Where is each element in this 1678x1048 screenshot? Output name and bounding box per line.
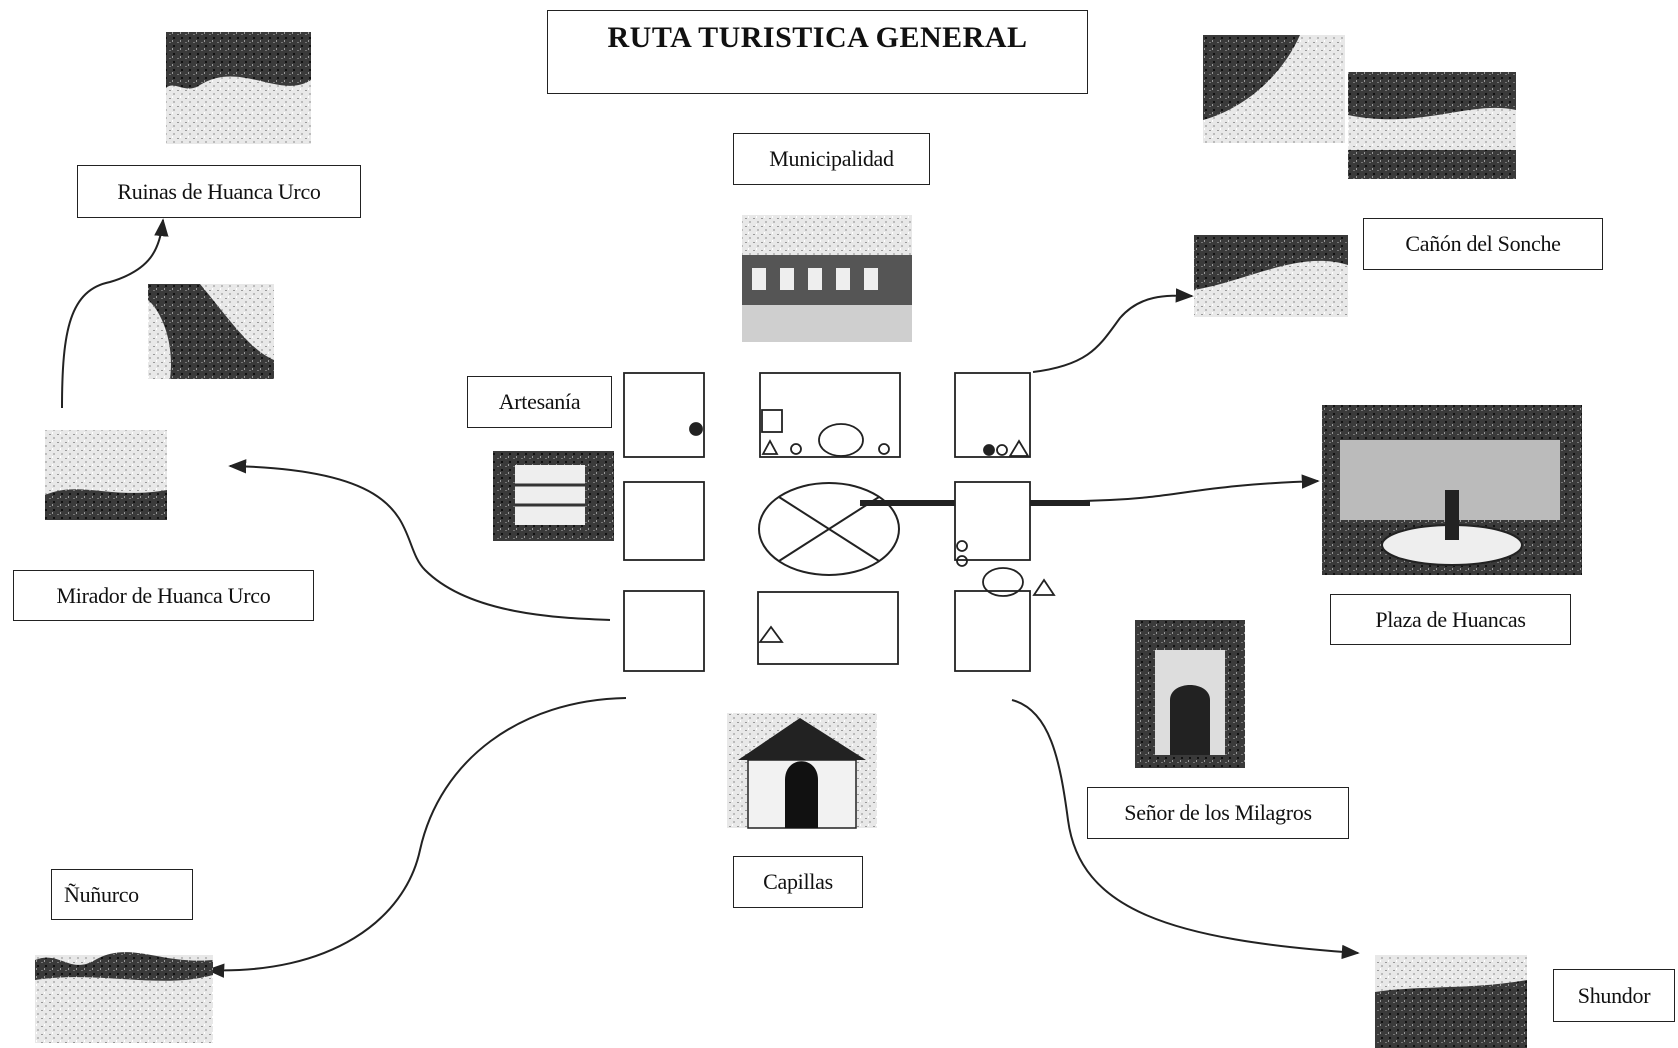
label-nunurco: Ñuñurco [51, 869, 193, 920]
plaza-photo-icon [1322, 405, 1582, 575]
diagram-title: RUTA TURISTICA GENERAL [547, 10, 1088, 94]
triangle-icon [1008, 439, 1030, 457]
canon-upper-photo-icon [1203, 35, 1516, 179]
capillas-photo-icon [727, 713, 877, 829]
triangle-icon [761, 439, 779, 455]
mirador-photo-icon [45, 430, 167, 520]
block-s [757, 591, 899, 665]
block-se [954, 590, 1031, 672]
oval-icon [818, 423, 864, 457]
small-circle-icon [996, 444, 1008, 456]
route-to-canon-arrow [1032, 288, 1194, 373]
block-n [759, 372, 901, 458]
small-circle-icon [956, 540, 968, 552]
label-shundor: Shundor [1553, 969, 1675, 1022]
route-to-shundor-arrow [1011, 699, 1360, 960]
block-nw [623, 372, 705, 458]
block-w [623, 481, 705, 561]
label-plaza: Plaza de Huancas [1330, 594, 1571, 645]
label-senor: Señor de los Milagros [1087, 787, 1349, 839]
triangle-icon [758, 625, 784, 643]
nunurco-photo-icon [35, 952, 213, 1043]
label-capillas: Capillas [733, 856, 863, 908]
small-circle-icon [790, 443, 802, 455]
route-to-ruinas-arrow [61, 218, 169, 409]
block-ne [954, 372, 1031, 458]
trail-photo-icon [148, 284, 274, 379]
small-circle-icon [878, 443, 890, 455]
ruinas-photo-icon [166, 32, 311, 144]
small-circle-icon [956, 555, 968, 567]
label-artesania: Artesanía [467, 376, 612, 428]
block-sw [623, 590, 705, 672]
small-square-icon [761, 409, 783, 433]
map-symbols [689, 409, 1056, 643]
dot-icon [983, 444, 995, 456]
route-to-nunurco-arrow [206, 697, 627, 978]
title-text: RUTA TURISTICA GENERAL [607, 21, 1028, 54]
route-to-mirador-arrow [228, 459, 611, 621]
artesania-photo-icon [493, 451, 614, 541]
label-municipalidad: Municipalidad [733, 133, 930, 185]
triangle-icon [1032, 578, 1056, 596]
label-canon: Cañón del Sonche [1363, 218, 1603, 270]
central-plaza-icon [758, 482, 900, 576]
senor-photo-icon [1135, 620, 1245, 768]
canon-photo-icon [1194, 235, 1348, 317]
label-ruinas: Ruinas de Huanca Urco [77, 165, 361, 218]
dot-icon [689, 422, 703, 436]
oval-icon [982, 567, 1024, 597]
shundor-photo-icon [1375, 955, 1527, 1048]
municipalidad-photo-icon [742, 215, 912, 342]
label-mirador: Mirador de Huanca Urco [13, 570, 314, 621]
town-map [623, 372, 1031, 672]
